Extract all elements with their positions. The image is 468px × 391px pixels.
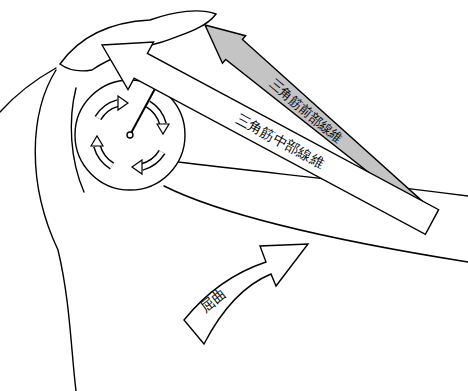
flexion-arrow: 屈曲 bbox=[180, 236, 312, 348]
scapula-border bbox=[35, 70, 76, 391]
body-outline bbox=[0, 68, 56, 112]
arrow-shape bbox=[89, 21, 445, 246]
rotation-arrows bbox=[91, 96, 169, 174]
node-outline bbox=[180, 236, 312, 348]
rotation-center bbox=[127, 132, 133, 138]
flexion-arrow-outline bbox=[184, 244, 308, 344]
